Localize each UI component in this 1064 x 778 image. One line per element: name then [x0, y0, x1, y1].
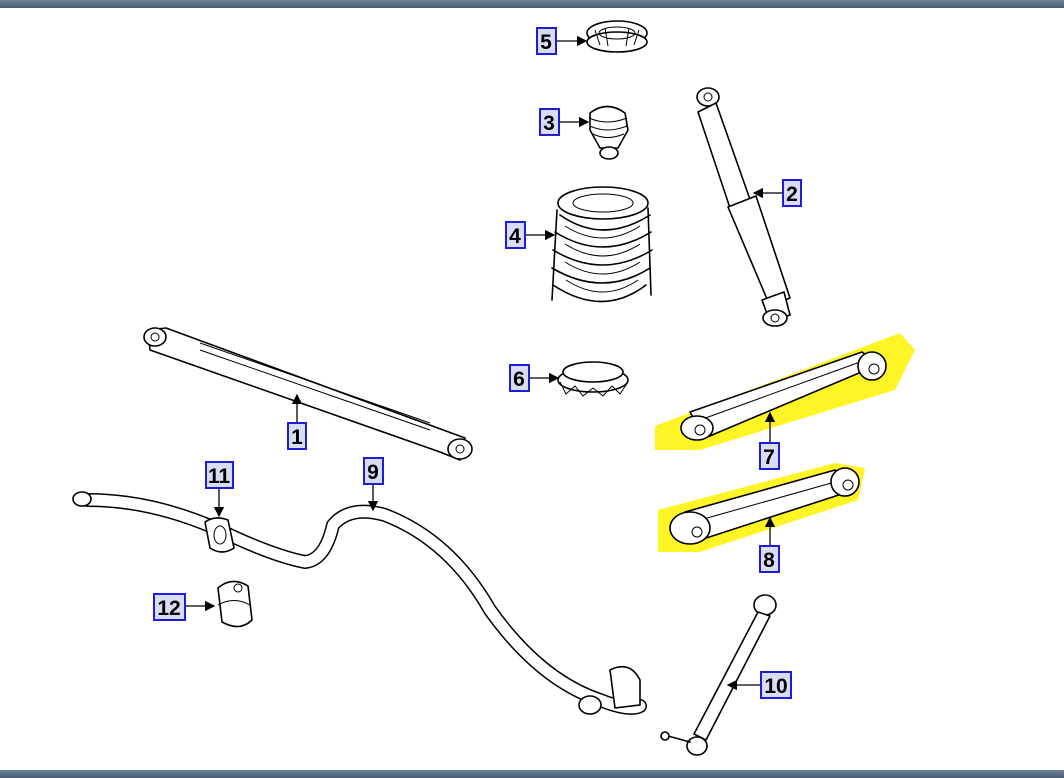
stabilizer-bushing-on-bar[interactable] [204, 517, 235, 553]
callout-11-label: 11 [208, 465, 231, 488]
jounce-bumper[interactable] [588, 105, 629, 160]
callout-11[interactable]: 11 [205, 461, 234, 489]
callout-12-label: 12 [157, 597, 180, 620]
callout-3[interactable]: 3 [539, 108, 560, 136]
top-frame-bar [0, 0, 1064, 8]
lower-control-arm[interactable] [669, 467, 860, 545]
callout-9-label: 9 [367, 461, 379, 484]
callout-1-label: 1 [291, 426, 303, 449]
callout-6-label: 6 [513, 368, 525, 391]
callout-8[interactable]: 8 [759, 545, 780, 573]
callout-10[interactable]: 10 [760, 671, 792, 699]
callout-4-label: 4 [509, 225, 521, 248]
bottom-frame-bar [0, 770, 1064, 778]
callout-4[interactable]: 4 [505, 221, 526, 249]
callout-5-label: 5 [540, 31, 552, 54]
callout-9[interactable]: 9 [363, 457, 384, 485]
stabilizer-bushing[interactable] [217, 580, 253, 628]
upper-spring-isolator[interactable] [586, 20, 648, 53]
stabilizer-link[interactable] [660, 594, 777, 756]
callout-2-label: 2 [786, 183, 798, 206]
callout-5[interactable]: 5 [536, 27, 557, 55]
shock-absorber[interactable] [696, 87, 791, 327]
coil-spring[interactable] [551, 186, 653, 303]
callout-8-label: 8 [763, 549, 775, 572]
upper-control-arm[interactable] [680, 351, 887, 441]
callout-7-label: 7 [763, 446, 775, 469]
callout-12[interactable]: 12 [153, 593, 186, 621]
callout-1[interactable]: 1 [287, 422, 307, 450]
track-bar[interactable] [143, 327, 473, 461]
callout-3-label: 3 [543, 112, 555, 135]
callout-6[interactable]: 6 [509, 364, 530, 392]
callout-2[interactable]: 2 [782, 179, 802, 207]
callout-10-label: 10 [764, 675, 787, 698]
callout-7[interactable]: 7 [759, 442, 780, 470]
lower-spring-isolator[interactable] [557, 361, 629, 397]
